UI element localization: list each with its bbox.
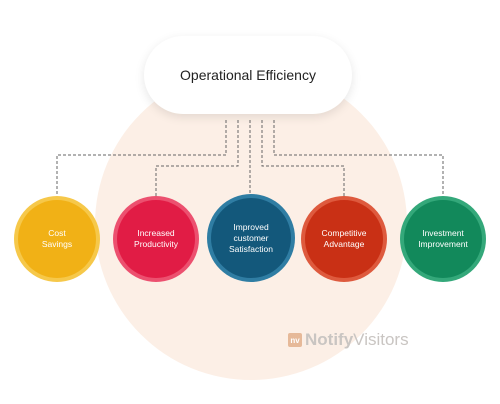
node-label: Increased Productivity <box>134 228 178 249</box>
root-node-label: Operational Efficiency <box>180 67 316 83</box>
node-investment-improvement: Investment Improvement <box>404 200 482 278</box>
root-node: Operational Efficiency <box>150 42 346 108</box>
connector-increased-productivity <box>155 120 239 196</box>
brand-name-part2: Visitors <box>353 330 409 349</box>
node-label: Competitive Advantage <box>321 228 367 249</box>
brand-logo-icon: nv <box>288 333 302 347</box>
node-label: Cost Savings <box>41 228 73 249</box>
node-competitive-advantage: Competitive Advantage <box>305 200 383 278</box>
node-label: Investment Improvement <box>418 228 468 249</box>
node-cost-savings: Cost Savings <box>18 200 96 278</box>
connector-competitive-advantage <box>261 120 345 196</box>
connector-investment-improvement <box>273 120 444 196</box>
brand-name-part1: Notify <box>305 330 354 349</box>
node-label: Improved customer Satisfaction <box>229 221 273 254</box>
connector-cost-savings <box>56 120 227 196</box>
brand-watermark: nv Notify Visitors <box>288 330 409 350</box>
node-improved-customer-satisfaction: Improved customer Satisfaction <box>211 198 291 278</box>
node-increased-productivity: Increased Productivity <box>117 200 195 278</box>
